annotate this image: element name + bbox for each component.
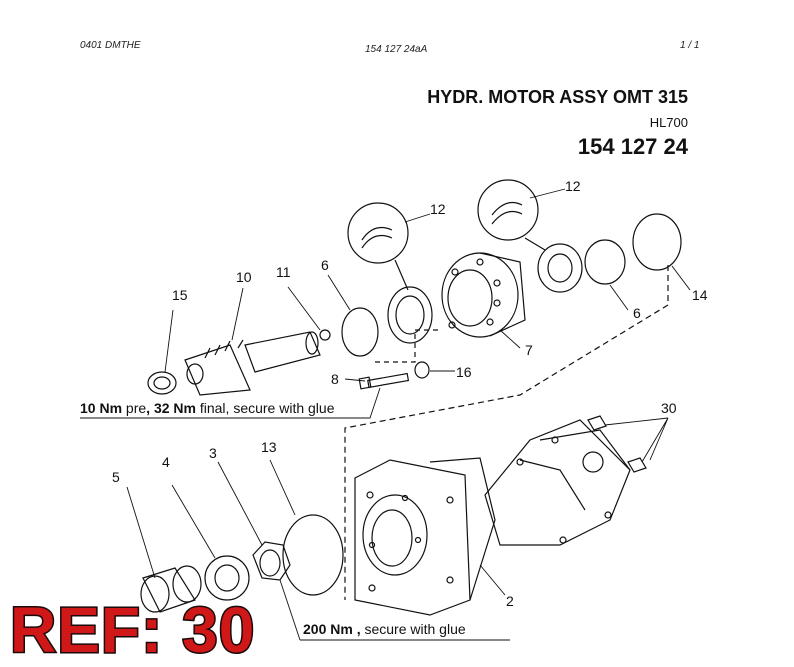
bushing-12-left xyxy=(347,202,433,344)
o-ring-14 xyxy=(632,213,682,271)
torque-pre-word: pre xyxy=(122,400,147,416)
pinion-shaft-10 xyxy=(184,331,321,396)
callout-3: 3 xyxy=(209,445,217,461)
torque-pre-value: 10 Nm xyxy=(80,400,123,416)
callout-14: 14 xyxy=(692,287,708,303)
ball-11 xyxy=(319,329,331,341)
torque-lower-value: 200 Nm , xyxy=(303,621,361,637)
callout-15: 15 xyxy=(172,287,188,303)
hydraulic-motor-body xyxy=(484,415,647,546)
hub-7 xyxy=(441,252,526,338)
header-drawing-number: 154 127 24aA xyxy=(365,44,428,55)
circlip-6-right xyxy=(584,239,626,285)
callout-7: 7 xyxy=(525,342,533,358)
tab-washer-4 xyxy=(204,555,250,601)
callout-8: 8 xyxy=(331,371,339,387)
callout-13: 13 xyxy=(261,439,277,455)
bolt-8 xyxy=(358,372,410,390)
torque-note-upper: 10 Nm pre, 32 Nm final, secure with glue xyxy=(80,400,335,416)
callout-5: 5 xyxy=(112,469,120,485)
washer-16 xyxy=(414,361,430,379)
torque-note-lower: 200 Nm , secure with glue xyxy=(303,621,466,637)
callout-30: 30 xyxy=(661,400,677,416)
model-code: HL700 xyxy=(649,115,688,130)
lock-nut-3 xyxy=(252,541,291,581)
torque-final-text: final, secure with glue xyxy=(195,400,335,416)
header-page-number: 1 / 1 xyxy=(680,40,700,51)
bushing-12-right xyxy=(477,179,583,293)
header-left-code: 0401 DMTHE xyxy=(80,40,141,51)
callout-12-left: 12 xyxy=(430,201,446,217)
drawing-title: HYDR. MOTOR ASSY OMT 315 xyxy=(427,87,688,107)
circlip-6-left xyxy=(341,307,379,357)
callout-16: 16 xyxy=(456,364,472,380)
torque-final-value: 32 Nm xyxy=(153,400,196,416)
ref-label: REF: 30 xyxy=(8,594,256,666)
torque-separator: , xyxy=(146,400,154,416)
callout-4: 4 xyxy=(162,454,170,470)
bearing-5 xyxy=(140,565,202,613)
assembly-axis-dashed xyxy=(344,265,669,600)
o-ring-13 xyxy=(282,514,344,596)
torque-lower-text: secure with glue xyxy=(360,621,466,637)
motor-flange-2 xyxy=(354,457,496,616)
assembly-axis-upper xyxy=(375,329,440,363)
callout-6-left: 6 xyxy=(321,257,329,273)
part-number: 154 127 24 xyxy=(577,134,688,159)
seal-ring-15 xyxy=(147,371,177,395)
callout-11: 11 xyxy=(276,264,291,280)
callout-6-right: 6 xyxy=(633,305,641,321)
leader-lines xyxy=(80,188,691,641)
callout-10: 10 xyxy=(236,269,252,285)
callout-12-right: 12 xyxy=(565,178,581,194)
callout-2: 2 xyxy=(506,593,514,609)
